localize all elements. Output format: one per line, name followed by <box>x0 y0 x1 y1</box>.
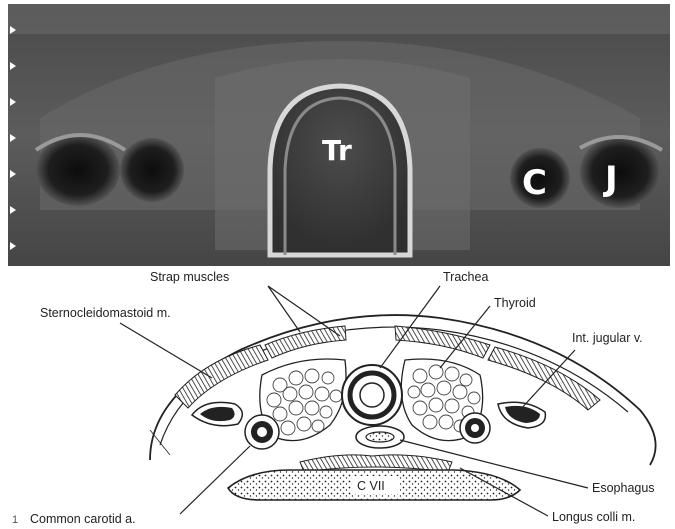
int-jugular-label: Int. jugular v. <box>572 331 643 345</box>
strap-muscles-label: Strap muscles <box>150 270 229 284</box>
jugular-right <box>498 402 545 428</box>
carotid-left <box>245 415 279 449</box>
ultrasound-image: Tr C J <box>0 0 675 268</box>
vertebra-label: C VII <box>357 479 385 493</box>
jugular-abbrev-label: J <box>603 159 618 199</box>
jugular-left <box>192 402 242 425</box>
sternocleidomastoid-leader <box>120 323 212 378</box>
sternocleidomastoid-label: Sternocleidomastoid m. <box>40 306 171 320</box>
common-carotid-label: Common carotid a. <box>30 512 136 526</box>
trachea-echo <box>270 86 410 255</box>
strap-muscles-leader-left <box>268 286 300 332</box>
esophagus-label: Esophagus <box>592 481 655 495</box>
trachea <box>342 365 402 425</box>
longus-colli-label: Longus colli m. <box>552 510 635 524</box>
strap-left <box>265 326 346 358</box>
trachea-abbrev-label: Tr <box>322 134 352 167</box>
esophagus <box>356 426 404 448</box>
scm-right <box>488 347 600 410</box>
strap-muscles-leader-right <box>268 286 340 336</box>
carotid-abbrev-label: C <box>522 163 547 203</box>
left-carotid-echo <box>120 138 184 202</box>
anatomy-diagram: C VII Strap muscles Trachea Thyroid Ster… <box>12 270 656 526</box>
vertebra: C VII <box>228 470 520 500</box>
thyroid-label: Thyroid <box>494 296 536 310</box>
panel-number: 1 <box>12 514 18 526</box>
trachea-label: Trachea <box>443 270 488 284</box>
right-jugular-echo <box>580 136 660 208</box>
scm-left <box>175 345 268 408</box>
carotid-right <box>460 413 490 443</box>
